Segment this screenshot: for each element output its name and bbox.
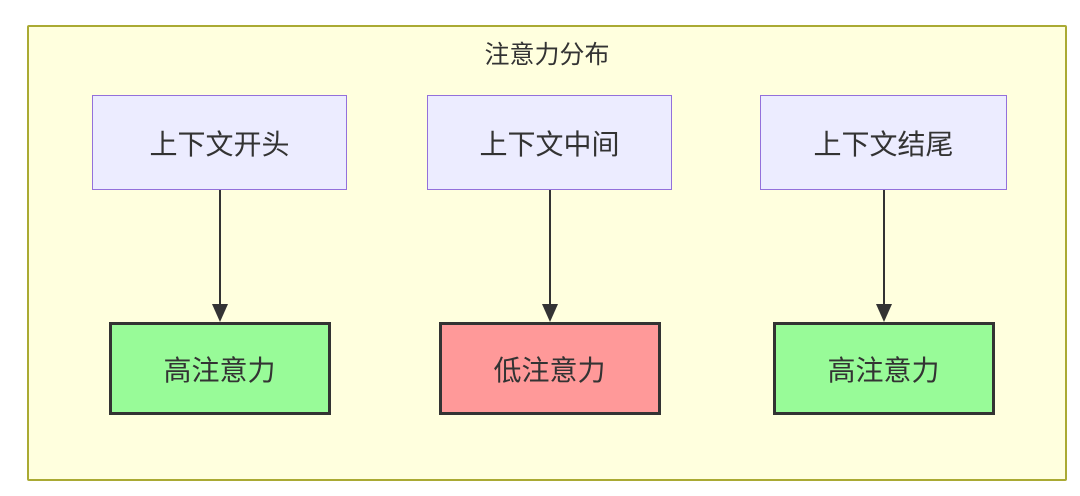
diagram-title: 注意力分布 (484, 40, 610, 69)
node-context-middle: 上下文中间 (427, 95, 672, 190)
node-high-attention-2-label: 高注意力 (827, 353, 940, 387)
node-high-attention-2: 高注意力 (772, 322, 995, 415)
column-context-end: 上下文结尾 高注意力 (760, 95, 1007, 415)
node-context-start-label: 上下文开头 (149, 127, 290, 161)
node-context-end-label: 上下文结尾 (813, 127, 954, 161)
node-context-middle-label: 上下文中间 (479, 127, 620, 161)
node-low-attention: 低注意力 (438, 322, 661, 415)
arrow-down-icon (875, 190, 892, 322)
attention-distribution-container: 注意力分布 上下文开头 高注意力 上下文中间 低注意力 (27, 25, 1067, 481)
arrow-down-icon (541, 190, 558, 322)
node-high-attention-1: 高注意力 (108, 322, 331, 415)
node-context-end: 上下文结尾 (760, 95, 1007, 190)
column-context-start: 上下文开头 高注意力 (92, 95, 347, 415)
arrow-down-icon (211, 190, 228, 322)
column-context-middle: 上下文中间 低注意力 (427, 95, 672, 415)
node-high-attention-1-label: 高注意力 (163, 353, 276, 387)
node-low-attention-label: 低注意力 (493, 353, 606, 387)
node-context-start: 上下文开头 (92, 95, 347, 190)
